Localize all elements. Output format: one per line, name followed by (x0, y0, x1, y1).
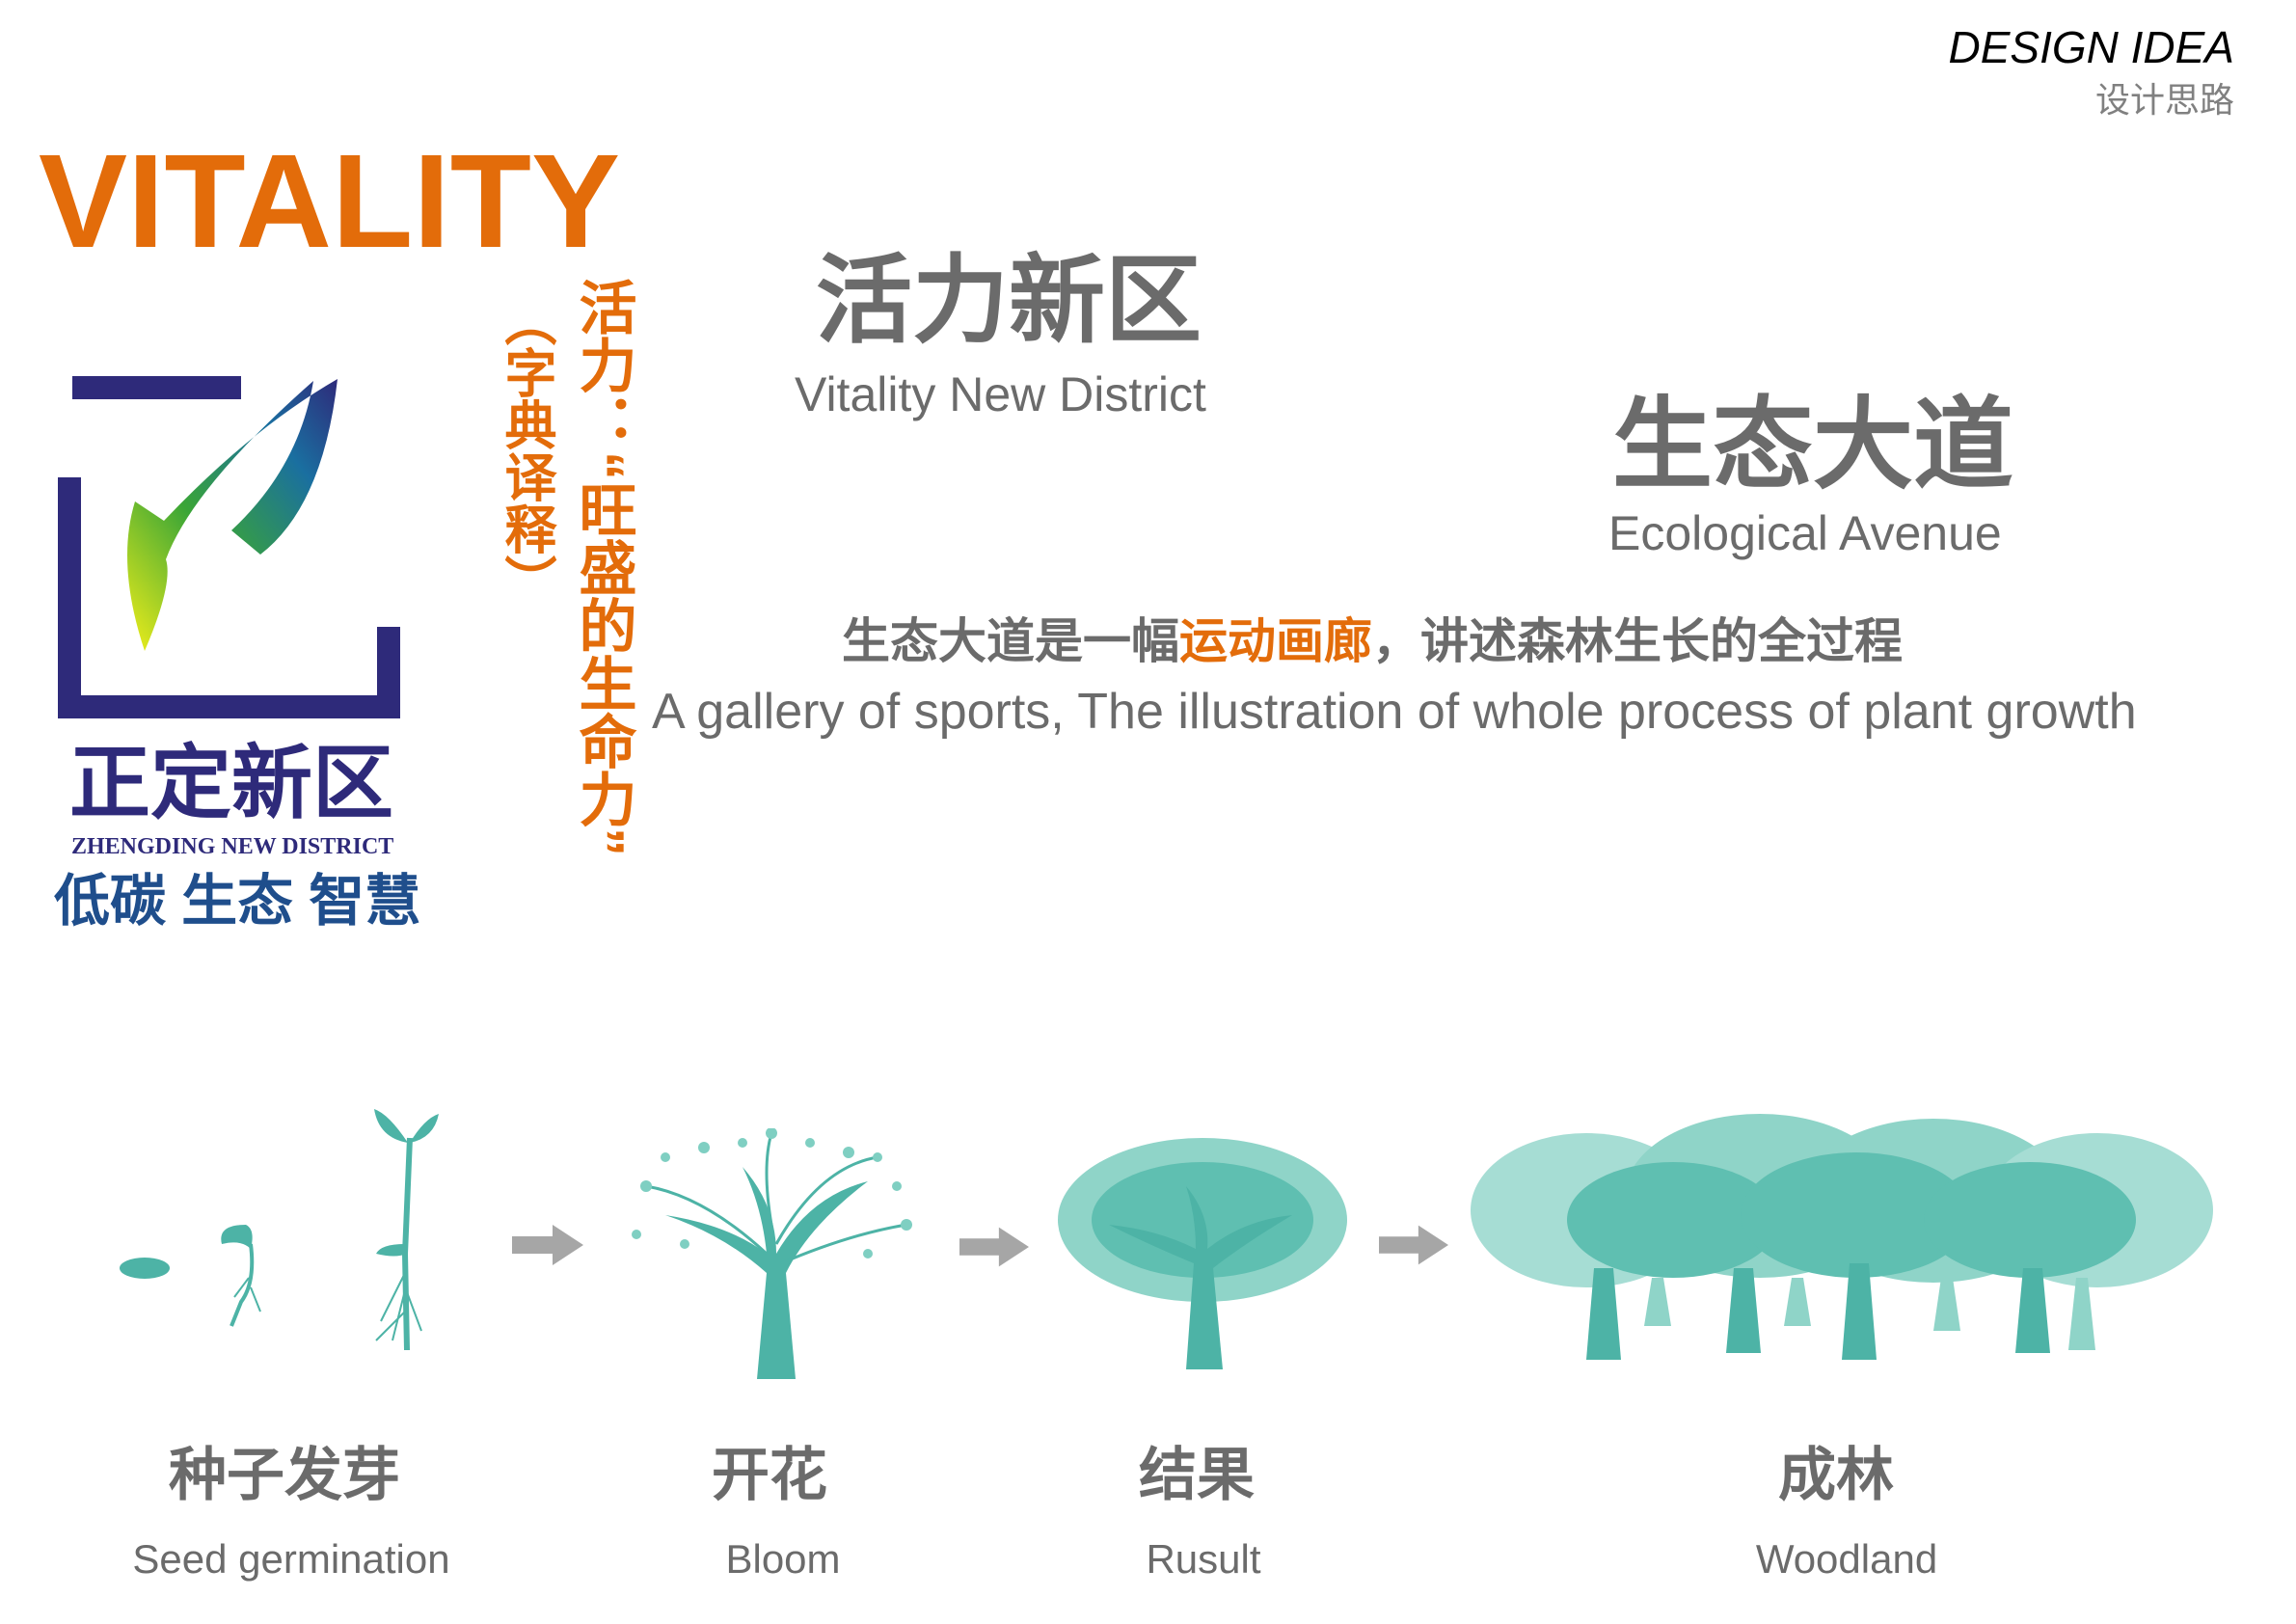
stage-label-cn: 成林 (1778, 1443, 1894, 1507)
logo-name-en: ZHENGDING NEW DISTRICT (71, 834, 394, 859)
concept-title-en: Vitality New District (795, 367, 1206, 421)
header-title-en: DESIGN IDEA (1948, 22, 2234, 72)
stage-label-cn: 结果 (1139, 1443, 1255, 1507)
logo-slogan: 低碳 生态 智慧 (54, 870, 421, 933)
description-part1: 生态大道是一幅 (842, 614, 1179, 668)
description-en: A gallery of sports, The illustration of… (652, 684, 2137, 740)
avenue-title-cn: 生态大道 (1612, 390, 2014, 501)
fruit-tree-icon (1058, 1138, 1347, 1369)
arrow-right-icon (512, 1225, 583, 1265)
logo-name-cn: 正定新区 (69, 738, 394, 828)
description-highlight: 运动画廊 (1179, 614, 1372, 668)
arrow-right-icon (959, 1227, 1029, 1267)
dictionary-note: （字典译释） (497, 294, 554, 607)
seed-germination-icon (120, 1109, 439, 1351)
avenue-title-en: Ecological Avenue (1608, 506, 2002, 560)
vitality-heading: VITALITY (39, 127, 621, 276)
arrow-right-icon (1379, 1225, 1448, 1265)
header-title-cn: 设计思路 (2094, 80, 2234, 120)
woodland-icon (1471, 1114, 2213, 1360)
concept-title-cn: 活力新区 (816, 247, 1202, 355)
stage-label-cn: 开花 (712, 1443, 827, 1507)
description-part2: ，讲述森林生长的全过程 (1372, 614, 1903, 668)
stage-label-en: Seed germination (132, 1536, 450, 1582)
stage-label-cn: 种子发芽 (169, 1443, 400, 1507)
description-cn: 生态大道是一幅运动画廊，讲述森林生长的全过程 (842, 617, 1903, 665)
vitality-definition: 活力：“旺盛的生命力” (571, 278, 635, 856)
stage-label-en: Rusult (1146, 1536, 1261, 1582)
stage-label-en: Bloom (725, 1536, 841, 1582)
zhengding-logo-icon (58, 376, 400, 718)
bloom-tree-icon (632, 1128, 912, 1379)
stage-label-en: Woodland (1755, 1536, 1938, 1582)
